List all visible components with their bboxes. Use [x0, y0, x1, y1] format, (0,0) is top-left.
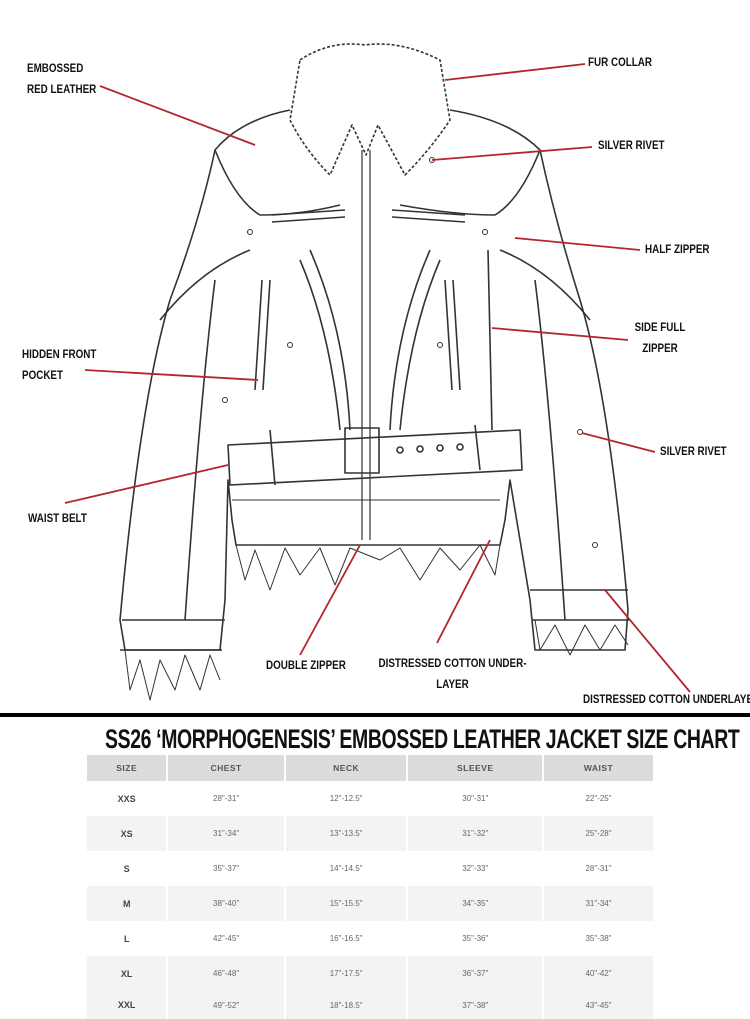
- callout-embossed-red-leather: EMBOSSED RED LEATHER: [27, 58, 105, 100]
- shoulder-yoke-left: [214, 149, 341, 216]
- column-header: WAIST: [544, 755, 653, 781]
- size-cell: XXL: [87, 991, 167, 1019]
- size-chart-title: SS26 ‘MORPHOGENESIS’ EMBOSSED LEATHER JA…: [105, 724, 740, 754]
- callout-hidden-front-pocket: HIDDEN FRONT POCKET: [22, 344, 100, 386]
- measurement-cell: 17"-17.5": [285, 956, 407, 991]
- size-cell: XXS: [117, 793, 136, 804]
- jacket-illustration: [64, 43, 691, 701]
- measurement-cell: 16"-16.5": [329, 934, 363, 943]
- shoulder-yoke-right: [399, 149, 541, 216]
- measurement-cell: 43"-45": [544, 991, 653, 1019]
- measurement-cell: 25"-28": [544, 816, 653, 851]
- column-header: NECK: [285, 755, 407, 781]
- hidden-pocket-left: [254, 279, 271, 391]
- jacket-sketch: [119, 43, 630, 701]
- size-cell: S: [123, 863, 130, 874]
- leader-fur-collar: [444, 63, 586, 81]
- leader-distressed-cotton-underlayer: [604, 589, 691, 693]
- table-row: S 35"-37" 14"-14.5" 32"-33" 28"-31": [87, 851, 653, 886]
- measurement-cell: 46"-48": [168, 956, 284, 991]
- callout-waist-belt: WAIST BELT: [28, 511, 87, 525]
- callout-text: EMBOSSED RED LEATHER: [27, 61, 97, 96]
- table-row: XXS 28"-31" 12"-12.5" 30"-31" 22"-25": [87, 781, 653, 816]
- leader-side-full-zipper: [491, 327, 629, 341]
- size-cell: XS: [87, 816, 167, 851]
- callout-side-full-zipper: SIDE FULL ZIPPER: [631, 317, 688, 359]
- measurement-cell: 14"-14.5": [329, 864, 363, 873]
- measurement-cell: 30"-31": [462, 794, 489, 803]
- measurement-cell: 37"-38": [408, 991, 543, 1019]
- chest-pocket-right: [391, 209, 466, 223]
- measurement-cell: 35"-36": [462, 934, 489, 943]
- jacket-body: [119, 109, 629, 651]
- column-header: SIZE: [87, 755, 167, 781]
- belt-buckle: [344, 427, 380, 474]
- size-cell: M: [87, 886, 167, 921]
- measurement-cell: 13"-13.5": [285, 816, 407, 851]
- distressed-hem: [232, 499, 501, 591]
- measurement-cell: 32"-33": [462, 864, 489, 873]
- measurement-cell: 36"-37": [408, 956, 543, 991]
- measurement-cell: 35"-38": [585, 934, 612, 943]
- callout-fur-collar: FUR COLLAR: [588, 55, 652, 69]
- leader-double-zipper: [299, 544, 361, 656]
- measurement-cell: 31"-34": [168, 816, 284, 851]
- measurement-cell: 28"-31": [585, 864, 612, 873]
- callout-half-zipper: HALF ZIPPER: [645, 242, 710, 256]
- sleeve-cuff-right: [530, 589, 630, 621]
- size-cell: XL: [87, 956, 167, 991]
- callout-distressed-cotton-underlayer: DISTRESSED COTTON UNDERLAYER: [583, 692, 750, 706]
- callout-text: SIDE FULL ZIPPER: [634, 320, 686, 355]
- leader-silver-rivet-top: [431, 146, 593, 161]
- leader-silver-rivet-sleeve: [581, 432, 656, 453]
- size-cell: L: [123, 933, 130, 944]
- fur-collar: [289, 43, 451, 176]
- center-zipper: [361, 150, 371, 540]
- callout-distressed-cotton-under-layer: DISTRESSED COTTON UNDER-LAYER: [377, 653, 529, 695]
- waist-belt: [227, 429, 523, 486]
- leader-hidden-front-pocket: [84, 369, 259, 381]
- callout-text: DISTRESSED COTTON UNDER-LAYER: [378, 656, 527, 691]
- chest-pocket-left: [271, 209, 346, 223]
- measurement-cell: 12"-12.5": [329, 794, 363, 803]
- measurement-cell: 38"-40": [168, 886, 284, 921]
- leader-embossed-red-leather: [99, 85, 256, 146]
- table-row: L 42"-45" 16"-16.5" 35"-36" 35"-38": [87, 921, 653, 956]
- measurement-cell: 31"-34": [544, 886, 653, 921]
- measurement-cell: 28"-31": [213, 794, 240, 803]
- column-header: CHEST: [168, 755, 284, 781]
- leader-half-zipper: [514, 237, 641, 251]
- sleeve-cuff-left: [120, 619, 225, 651]
- leader-lines: [64, 63, 691, 693]
- measurement-cell: 22"-25": [585, 794, 612, 803]
- callout-double-zipper: DOUBLE ZIPPER: [266, 658, 346, 672]
- measurement-cell: 31"-32": [408, 816, 543, 851]
- callout-text: HIDDEN FRONT POCKET: [22, 347, 97, 382]
- leader-distressed-cotton-under-layer: [436, 539, 491, 644]
- measurement-cell: 35"-37": [213, 864, 240, 873]
- side-full-zipper: [487, 249, 493, 431]
- measurement-cell: 49"-52": [168, 991, 284, 1019]
- column-header: SLEEVE: [408, 755, 543, 781]
- callout-silver-rivet-sleeve: SILVER RIVET: [660, 444, 727, 458]
- measurement-cell: 18"-18.5": [285, 991, 407, 1019]
- measurement-cell: 42"-45": [213, 934, 240, 943]
- hidden-pocket-right: [444, 279, 461, 391]
- leader-waist-belt: [64, 464, 229, 504]
- measurement-cell: 34"-35": [408, 886, 543, 921]
- measurement-cell: 40"-42": [544, 956, 653, 991]
- measurement-cell: 15"-15.5": [285, 886, 407, 921]
- callout-silver-rivet-top: SILVER RIVET: [598, 138, 665, 152]
- section-divider: [0, 713, 750, 717]
